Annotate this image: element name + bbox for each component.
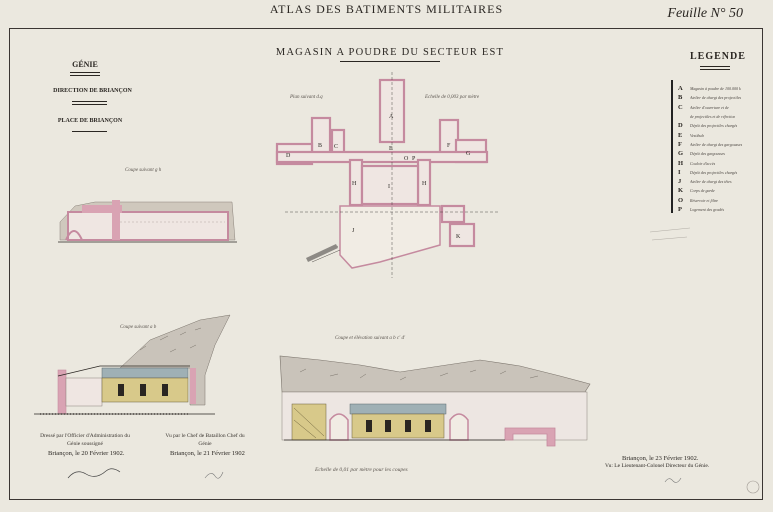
- legend-text: Dépôt des projectiles chargés: [690, 169, 738, 175]
- legend-letter: B: [678, 94, 683, 102]
- legend-text: Réservoir et filtre: [690, 197, 719, 203]
- legend-text: Logement des gradés: [690, 207, 724, 212]
- svg-text:K: K: [456, 234, 461, 240]
- svg-text:H: H: [352, 181, 357, 187]
- director-date: Briançon, le 23 Février 1902.: [622, 455, 699, 462]
- svg-text:O: O: [404, 156, 409, 162]
- legend-item: E Vestibule: [678, 130, 758, 139]
- svg-text:E: E: [389, 146, 393, 152]
- svg-text:I: I: [388, 184, 390, 190]
- svg-text:G: G: [466, 151, 471, 157]
- legend-text: Dépôt des projectiles chargés: [690, 123, 738, 129]
- legend-item: A Magasin à poudre de 100.000 k: [678, 84, 758, 93]
- legend-text: Couloir d'accès: [690, 160, 716, 166]
- legend-letter: A: [678, 85, 683, 93]
- legend-text: Vestibule: [690, 132, 705, 138]
- plan-scale-label: Echelle de 0,003 par mètre: [425, 95, 480, 100]
- plan-label: Plan suivant d.q: [290, 95, 323, 100]
- section-gh-label: Coupe suivant g h: [125, 168, 162, 173]
- drawing-frame: [9, 28, 763, 500]
- legend-item: J Atelier de chargt des têtes: [678, 177, 758, 186]
- director-vu: Vu: Le Lieutenant-Colonel Directeur du G…: [605, 463, 710, 469]
- divider: [72, 131, 107, 132]
- legend-item: H Couloir d'accès: [678, 158, 758, 167]
- legend-item: O Réservoir et filtre: [678, 196, 758, 205]
- legend-item: I Dépôt des projectiles chargés: [678, 168, 758, 177]
- legend-item: F Atelier de chargt des gargousses: [678, 140, 758, 149]
- title-underline: [340, 61, 440, 62]
- stamp-mark: [746, 480, 760, 494]
- legend-item: B Atelier de chargt des projectiles: [678, 93, 758, 102]
- legend-letter: D: [678, 122, 683, 130]
- legend-letter: G: [678, 150, 684, 158]
- drafter-text: Dressé par l'Officier d'Administration d…: [40, 433, 130, 447]
- legend-title: LEGENDE: [690, 51, 746, 62]
- legend-text: Atelier de chargt des projectiles: [690, 95, 742, 101]
- svg-text:F: F: [447, 143, 451, 149]
- place-label: PLACE DE BRIANÇON: [57, 118, 123, 124]
- legend-brace: [671, 80, 673, 213]
- legend-underline: [700, 69, 730, 70]
- legend-letter: H: [678, 159, 684, 167]
- svg-text:J: J: [352, 228, 355, 234]
- signature-scribble: [67, 468, 121, 479]
- legend-letter: J: [678, 178, 682, 186]
- legend-text: Atelier d'ouverture et de: [690, 104, 729, 110]
- main-plan-drawing: [275, 78, 489, 269]
- divider: [70, 72, 100, 73]
- divider: [70, 75, 100, 76]
- legend-item: C Atelier d'ouverture et de: [678, 103, 758, 112]
- legend-letter: I: [678, 168, 681, 176]
- legend-letter: O: [678, 196, 684, 204]
- section-gh-drawing: [58, 200, 237, 243]
- svg-text:A: A: [389, 114, 394, 120]
- service-label: GÉNIE: [72, 60, 98, 69]
- legend-text: Atelier de chargt des têtes: [690, 179, 732, 185]
- legend-text: Magasin à poudre de 100.000 k: [690, 86, 741, 92]
- legend-text: Atelier de chargt des gargousses: [690, 141, 743, 147]
- sheet-number: Feuille N° 50: [667, 6, 743, 21]
- signature-scribble: [664, 477, 682, 483]
- legend-item: K Corps de garde: [678, 186, 758, 195]
- svg-text:C: C: [334, 144, 338, 150]
- chef-genie-text: Vu par le Chef de Bataillon Chef du Géni…: [165, 433, 245, 447]
- legend-text: Corps de garde: [690, 188, 715, 194]
- legend-underline: [700, 66, 730, 67]
- section-front-label: Coupe et élévation suivant a b c' d': [335, 336, 406, 341]
- legend-letter: F: [678, 140, 682, 148]
- legend-text: de projectiles et de réfection: [690, 114, 736, 120]
- plan-room-letters: A B C D E F G H H I J K O P: [286, 114, 471, 240]
- legend-letter: P: [678, 206, 682, 213]
- divider: [72, 101, 107, 102]
- plan-title: MAGASIN A POUDRE DU SECTEUR EST: [275, 47, 505, 58]
- plan-stairs: [306, 244, 338, 262]
- section-ab-label: Coupe suivant a b: [120, 325, 157, 330]
- signature-scribble: [204, 471, 224, 479]
- section-front-drawing: [279, 355, 591, 447]
- legend-letter: C: [678, 103, 683, 111]
- legend-item: G Dépôt des gargousses: [678, 149, 758, 158]
- svg-text:D: D: [286, 153, 291, 159]
- atlas-title: ATLAS DES BATIMENTS MILITAIRES: [269, 2, 504, 16]
- svg-text:P: P: [412, 156, 416, 162]
- legend-item: D Dépôt des projectiles chargés: [678, 121, 758, 130]
- pencil-note: [649, 227, 691, 241]
- divider: [72, 104, 107, 105]
- legend-text: Dépôt des gargousses: [690, 151, 725, 157]
- legend-item: de projectiles et de réfection: [678, 112, 758, 121]
- svg-text:B: B: [318, 143, 322, 149]
- legend-letter: K: [678, 187, 684, 195]
- chef-genie-date: Briançon, le 21 Février 1902: [170, 450, 245, 457]
- legend-list: A Magasin à poudre de 100.000 k B Atelier d…: [678, 84, 758, 214]
- svg-text:H: H: [422, 181, 427, 187]
- direction-label: DIRECTION DE BRIANÇON: [53, 88, 132, 94]
- legend-item: P Logement des gradés: [678, 205, 758, 214]
- section-ab-drawing: [34, 314, 231, 415]
- sections-scale-label: Echelle de 0,01 par mètre pour les coupe…: [315, 467, 408, 473]
- drafter-date: Briançon, le 20 Février 1902.: [48, 450, 125, 457]
- legend-letter: E: [678, 131, 683, 139]
